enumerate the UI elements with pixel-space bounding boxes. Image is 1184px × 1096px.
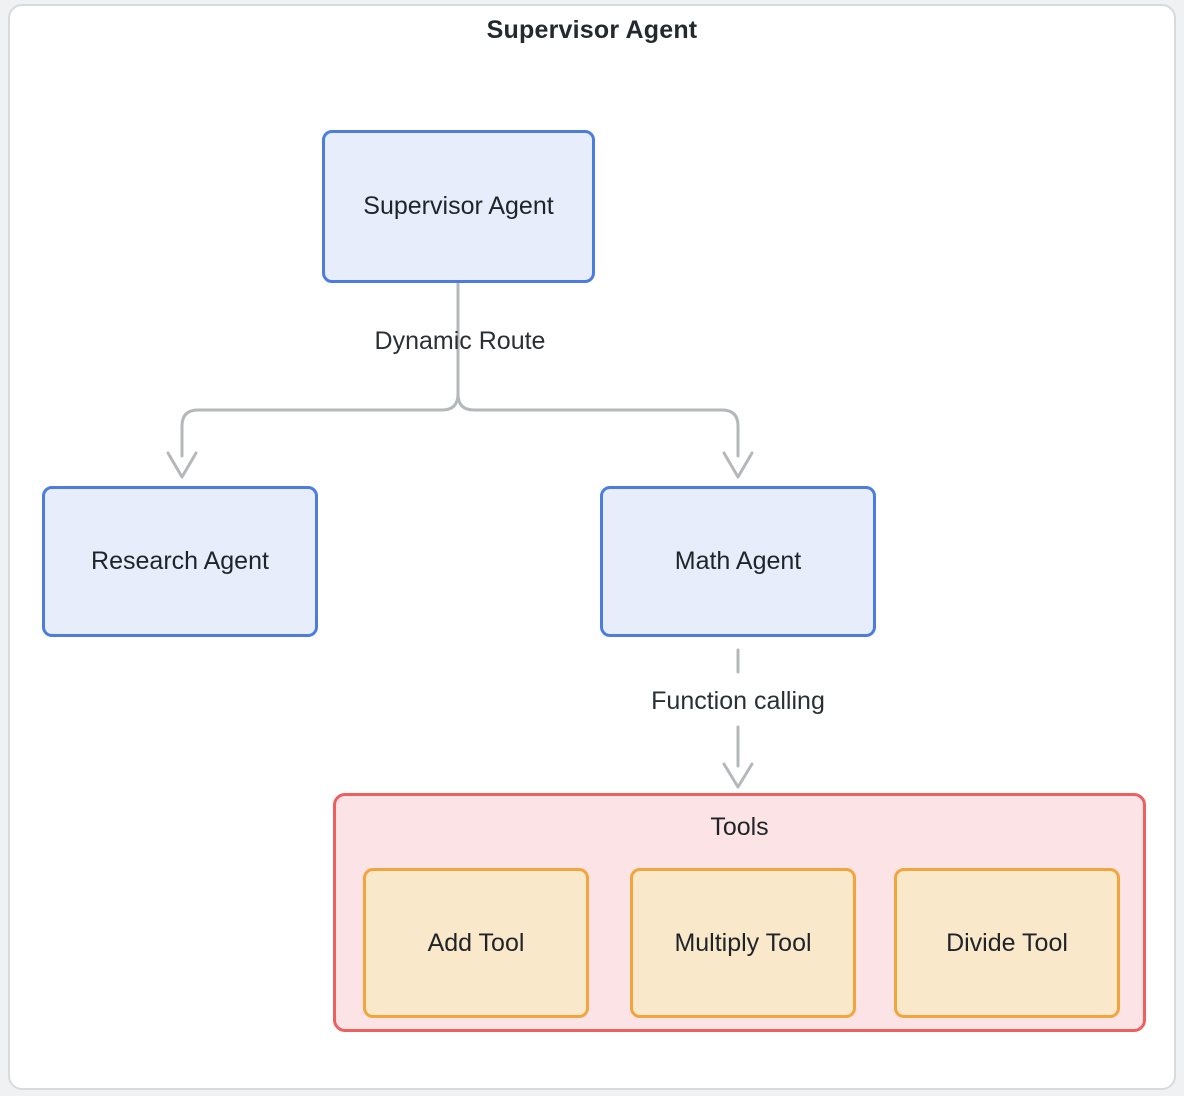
math-agent-node: Math Agent (600, 486, 876, 637)
diagram-title: Supervisor Agent (486, 16, 698, 44)
multiply-tool-label: Multiply Tool (674, 928, 812, 957)
supervisor-agent-node: Supervisor Agent (322, 130, 595, 283)
add-tool-node: Add Tool (363, 868, 589, 1018)
function-calling-edge-label: Function calling (651, 687, 825, 715)
research-agent-node: Research Agent (42, 486, 318, 637)
dynamic-route-edge-right (456, 282, 740, 458)
divide-tool-label: Divide Tool (946, 928, 1068, 957)
multiply-tool-node: Multiply Tool (630, 868, 856, 1018)
dynamic-route-edge-left (180, 282, 460, 458)
math-agent-label: Math Agent (674, 547, 802, 575)
tools-group-title: Tools (710, 813, 769, 841)
divide-tool-node: Divide Tool (894, 868, 1120, 1018)
dynamic-route-edge-label: Dynamic Route (374, 327, 546, 355)
arrowhead-tools-icon (722, 762, 754, 789)
add-tool-label: Add Tool (427, 928, 525, 957)
arrowhead-math-icon (722, 451, 754, 479)
research-agent-label: Research Agent (91, 547, 269, 575)
tools-group: Tools Add Tool Multiply Tool Divide Tool (333, 793, 1146, 1032)
arrowhead-research-icon (166, 451, 198, 479)
supervisor-agent-label: Supervisor Agent (363, 192, 554, 220)
